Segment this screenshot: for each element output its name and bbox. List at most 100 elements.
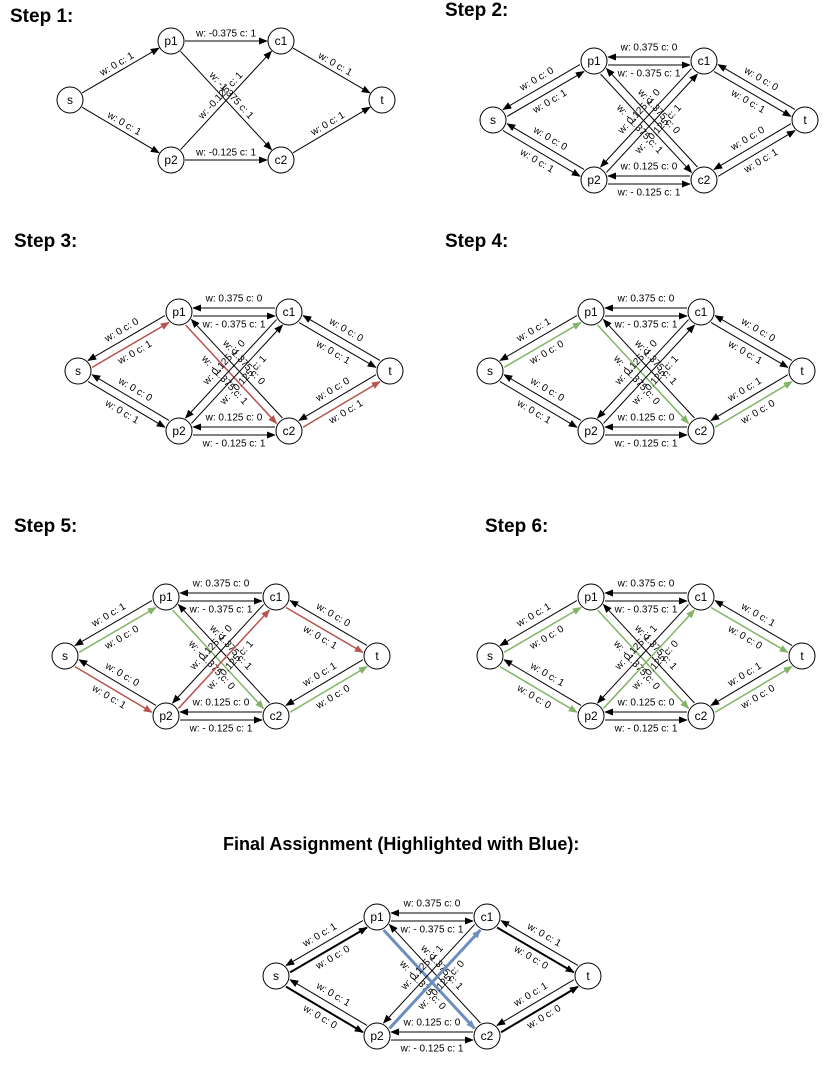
edge-label: w: 0.125 c: 0 <box>617 698 675 709</box>
edge-c2-to-t <box>500 985 579 1034</box>
edge-p2-to-s <box>506 123 585 170</box>
node-p2: p2 <box>165 417 193 445</box>
edge-s-to-p2 <box>87 381 166 428</box>
edge-p1-to-s <box>499 600 578 646</box>
node-label: s <box>62 649 68 663</box>
edge-s-to-p1 <box>503 606 582 654</box>
flow-network-graph: w: 0 c: 1w: 0 c: 1w: -0.375 c: 1w: -1.37… <box>56 27 396 174</box>
node-label: s <box>67 93 73 107</box>
panel-title: Step 3: <box>14 231 78 252</box>
edge-label: w: 0.125 c: 0 <box>620 162 678 173</box>
node-s: s <box>51 642 79 670</box>
edge-c2-to-p1 <box>177 603 270 704</box>
node-label: p1 <box>159 590 173 604</box>
node-p2: p2 <box>577 417 605 445</box>
edge-label: w: - 0.375 c: 1 <box>617 69 681 80</box>
node-p1: p1 <box>157 27 185 55</box>
edge-label: w: 0.375 c: 0 <box>403 899 461 910</box>
edge-label: w: 0.125 c: 0 <box>617 413 675 424</box>
edge-s-to-p1 <box>506 71 585 117</box>
node-label: p1 <box>584 305 598 319</box>
node-label: c2 <box>695 424 708 438</box>
final-assignment-panel: Final Assignment (Highlighted with Blue)… <box>0 828 831 1088</box>
edge-p1-to-c2 <box>597 609 690 710</box>
edge-t-to-c2 <box>713 123 792 170</box>
edge-p1-to-c2 <box>185 324 278 425</box>
node-label: p1 <box>164 34 178 48</box>
edge-p1-to-c2 <box>600 73 693 174</box>
edge-c1-to-p2 <box>599 68 692 168</box>
edge-t-to-c1 <box>714 600 793 646</box>
edge-c2-to-p1 <box>190 318 283 419</box>
edge-p2-to-s <box>503 659 582 706</box>
edge-p2-to-s <box>78 659 157 706</box>
node-t: t <box>368 86 396 114</box>
edge-t-to-c1 <box>714 315 793 361</box>
edge-s-to-p1 <box>503 321 582 369</box>
node-label: c1 <box>283 305 296 319</box>
edge-s-to-p2 <box>499 665 578 713</box>
node-t: t <box>363 642 391 670</box>
edge-p1-to-s <box>499 315 578 361</box>
edge-p2-to-c1 <box>191 324 284 424</box>
node-label: c1 <box>695 305 708 319</box>
edge-c1-to-p2 <box>184 319 277 419</box>
edge-label: w: - 0.375 c: 1 <box>189 605 253 616</box>
node-label: p1 <box>584 590 598 604</box>
node-label: t <box>375 649 379 663</box>
flow-network-graph: w: 0 c: 1w: 0 c: 0w: 0 c: 1w: 0 c: 0w: -… <box>479 43 819 199</box>
edge-p1-to-c2 <box>382 928 476 1030</box>
node-label: c2 <box>481 1029 494 1043</box>
node-p2: p2 <box>577 702 605 730</box>
node-c1: c1 <box>275 298 303 326</box>
edge-c2-to-t <box>289 665 368 713</box>
node-label: s <box>75 364 81 378</box>
edge-p1-to-s <box>285 920 364 966</box>
node-label: t <box>803 113 807 127</box>
edge-s-to-p1 <box>289 926 368 974</box>
edge-c2-to-t <box>714 665 793 713</box>
node-label: p2 <box>172 424 186 438</box>
edge-s-to-p2 <box>74 665 153 713</box>
edge-p2-to-c1 <box>606 73 699 173</box>
panel-title: Step 4: <box>445 231 509 252</box>
edge-label: w: - 0.375 c: 1 <box>202 320 266 331</box>
node-s: s <box>64 357 92 385</box>
node-label: c2 <box>270 709 283 723</box>
node-c1: c1 <box>690 47 718 75</box>
edge-c1-to-t <box>713 71 792 117</box>
edge-c2-to-p1 <box>602 318 695 419</box>
edge-p2-to-c1 <box>602 609 696 709</box>
edge-t-to-c2 <box>298 374 377 421</box>
edge-c2-to-p1 <box>602 603 695 704</box>
edge-label: w: - 0.125 c: 1 <box>617 188 681 199</box>
edge-label: w: 0.375 c: 0 <box>192 579 250 590</box>
node-s: s <box>479 106 507 134</box>
flow-network-graph: w: 0 c: 0w: 0 c: 1w: 0 c: 0w: 0 c: 1w: -… <box>262 899 602 1055</box>
node-c1: c1 <box>687 583 715 611</box>
node-c1: c1 <box>473 903 501 931</box>
node-p2: p2 <box>580 166 608 194</box>
node-label: s <box>273 969 279 983</box>
edge-s-to-p1 <box>78 606 157 654</box>
node-c2: c2 <box>262 702 290 730</box>
node-label: p2 <box>164 153 178 167</box>
node-label: c2 <box>275 153 288 167</box>
node-label: p2 <box>159 709 173 723</box>
node-label: c1 <box>275 34 288 48</box>
node-label: c1 <box>270 590 283 604</box>
node-label: c2 <box>695 709 708 723</box>
node-c1: c1 <box>262 583 290 611</box>
node-label: c2 <box>283 424 296 438</box>
edge-p2-to-c1 <box>388 928 482 1030</box>
edge-p2-to-s <box>503 374 582 421</box>
edge-p2-to-s <box>91 374 170 421</box>
panel-title: Step 1: <box>10 6 74 27</box>
node-label: c1 <box>698 54 711 68</box>
node-p1: p1 <box>165 298 193 326</box>
edge-p2-to-c1 <box>177 609 271 709</box>
edge-label: w: 0.375 c: 0 <box>617 294 675 305</box>
panel-title: Final Assignment (Highlighted with Blue)… <box>223 834 580 854</box>
